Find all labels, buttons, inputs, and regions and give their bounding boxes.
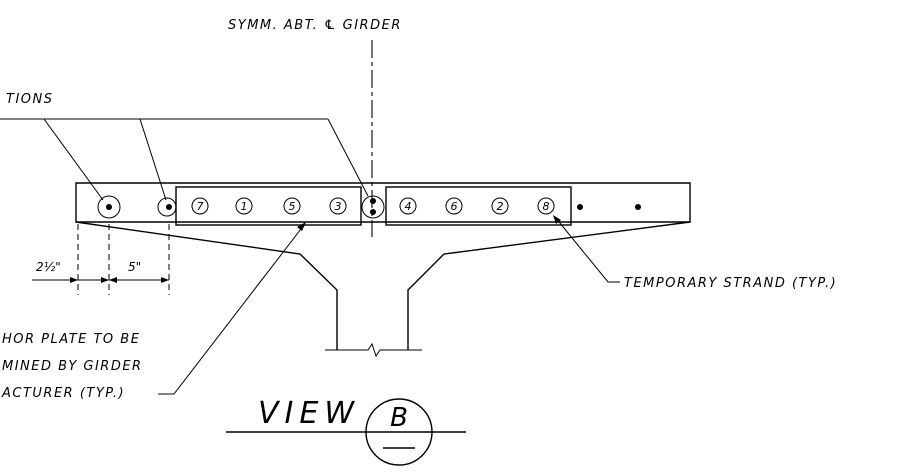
svg-text:3: 3 bbox=[335, 200, 342, 213]
strand-center-pair bbox=[361, 195, 385, 219]
dimension-2-5: 2½" bbox=[36, 260, 61, 274]
temporary-strand-label: TEMPORARY STRAND (TYP.) bbox=[624, 276, 837, 291]
strand-1: 1 bbox=[235, 197, 253, 215]
girder-break-line bbox=[325, 342, 422, 358]
svg-text:8: 8 bbox=[543, 200, 550, 213]
temporary-strand-leader bbox=[553, 215, 620, 283]
strand-4: 4 bbox=[399, 197, 417, 215]
view-letter: B bbox=[390, 403, 408, 433]
top-left-leader bbox=[0, 118, 369, 201]
anchor-plate-leader bbox=[158, 222, 306, 395]
anchor-plate-left bbox=[175, 186, 362, 226]
centerline-label: SYMM. ABT. ℄ GIRDER bbox=[228, 18, 402, 33]
svg-text:7: 7 bbox=[197, 200, 204, 213]
dimension-extensions bbox=[77, 224, 170, 295]
anchor-note-line3: ACTURER (TYP.) bbox=[1, 386, 125, 401]
anchor-note-line2: MINED BY GIRDER bbox=[2, 359, 143, 374]
view-title-bubble bbox=[365, 398, 433, 466]
strand-3: 3 bbox=[329, 197, 347, 215]
strand-2: 2 bbox=[491, 197, 509, 215]
strand-outer-left-2 bbox=[157, 197, 177, 217]
svg-text:6: 6 bbox=[451, 200, 458, 213]
dimension-arrows bbox=[32, 277, 169, 283]
dimension-5: 5" bbox=[128, 260, 141, 274]
svg-text:1: 1 bbox=[241, 200, 248, 213]
anchor-note-line1: HOR PLATE TO BE bbox=[2, 332, 140, 347]
strand-dot-right-2 bbox=[635, 204, 641, 210]
strand-dot-right-1 bbox=[577, 204, 583, 210]
anchor-plate-right bbox=[385, 186, 572, 226]
strand-7: 7 bbox=[191, 197, 209, 215]
svg-text:2: 2 bbox=[497, 200, 504, 213]
strand-outer-left-1 bbox=[97, 195, 121, 219]
girder-haunch-left bbox=[75, 221, 338, 350]
svg-text:5: 5 bbox=[289, 200, 296, 213]
girder-haunch-right bbox=[407, 221, 691, 350]
strand-6: 6 bbox=[445, 197, 463, 215]
svg-text:4: 4 bbox=[405, 200, 412, 213]
top-left-label: TIONS bbox=[6, 92, 53, 107]
view-title: VIEW bbox=[258, 396, 360, 431]
strand-8: 8 bbox=[537, 197, 555, 215]
strand-5: 5 bbox=[283, 197, 301, 215]
